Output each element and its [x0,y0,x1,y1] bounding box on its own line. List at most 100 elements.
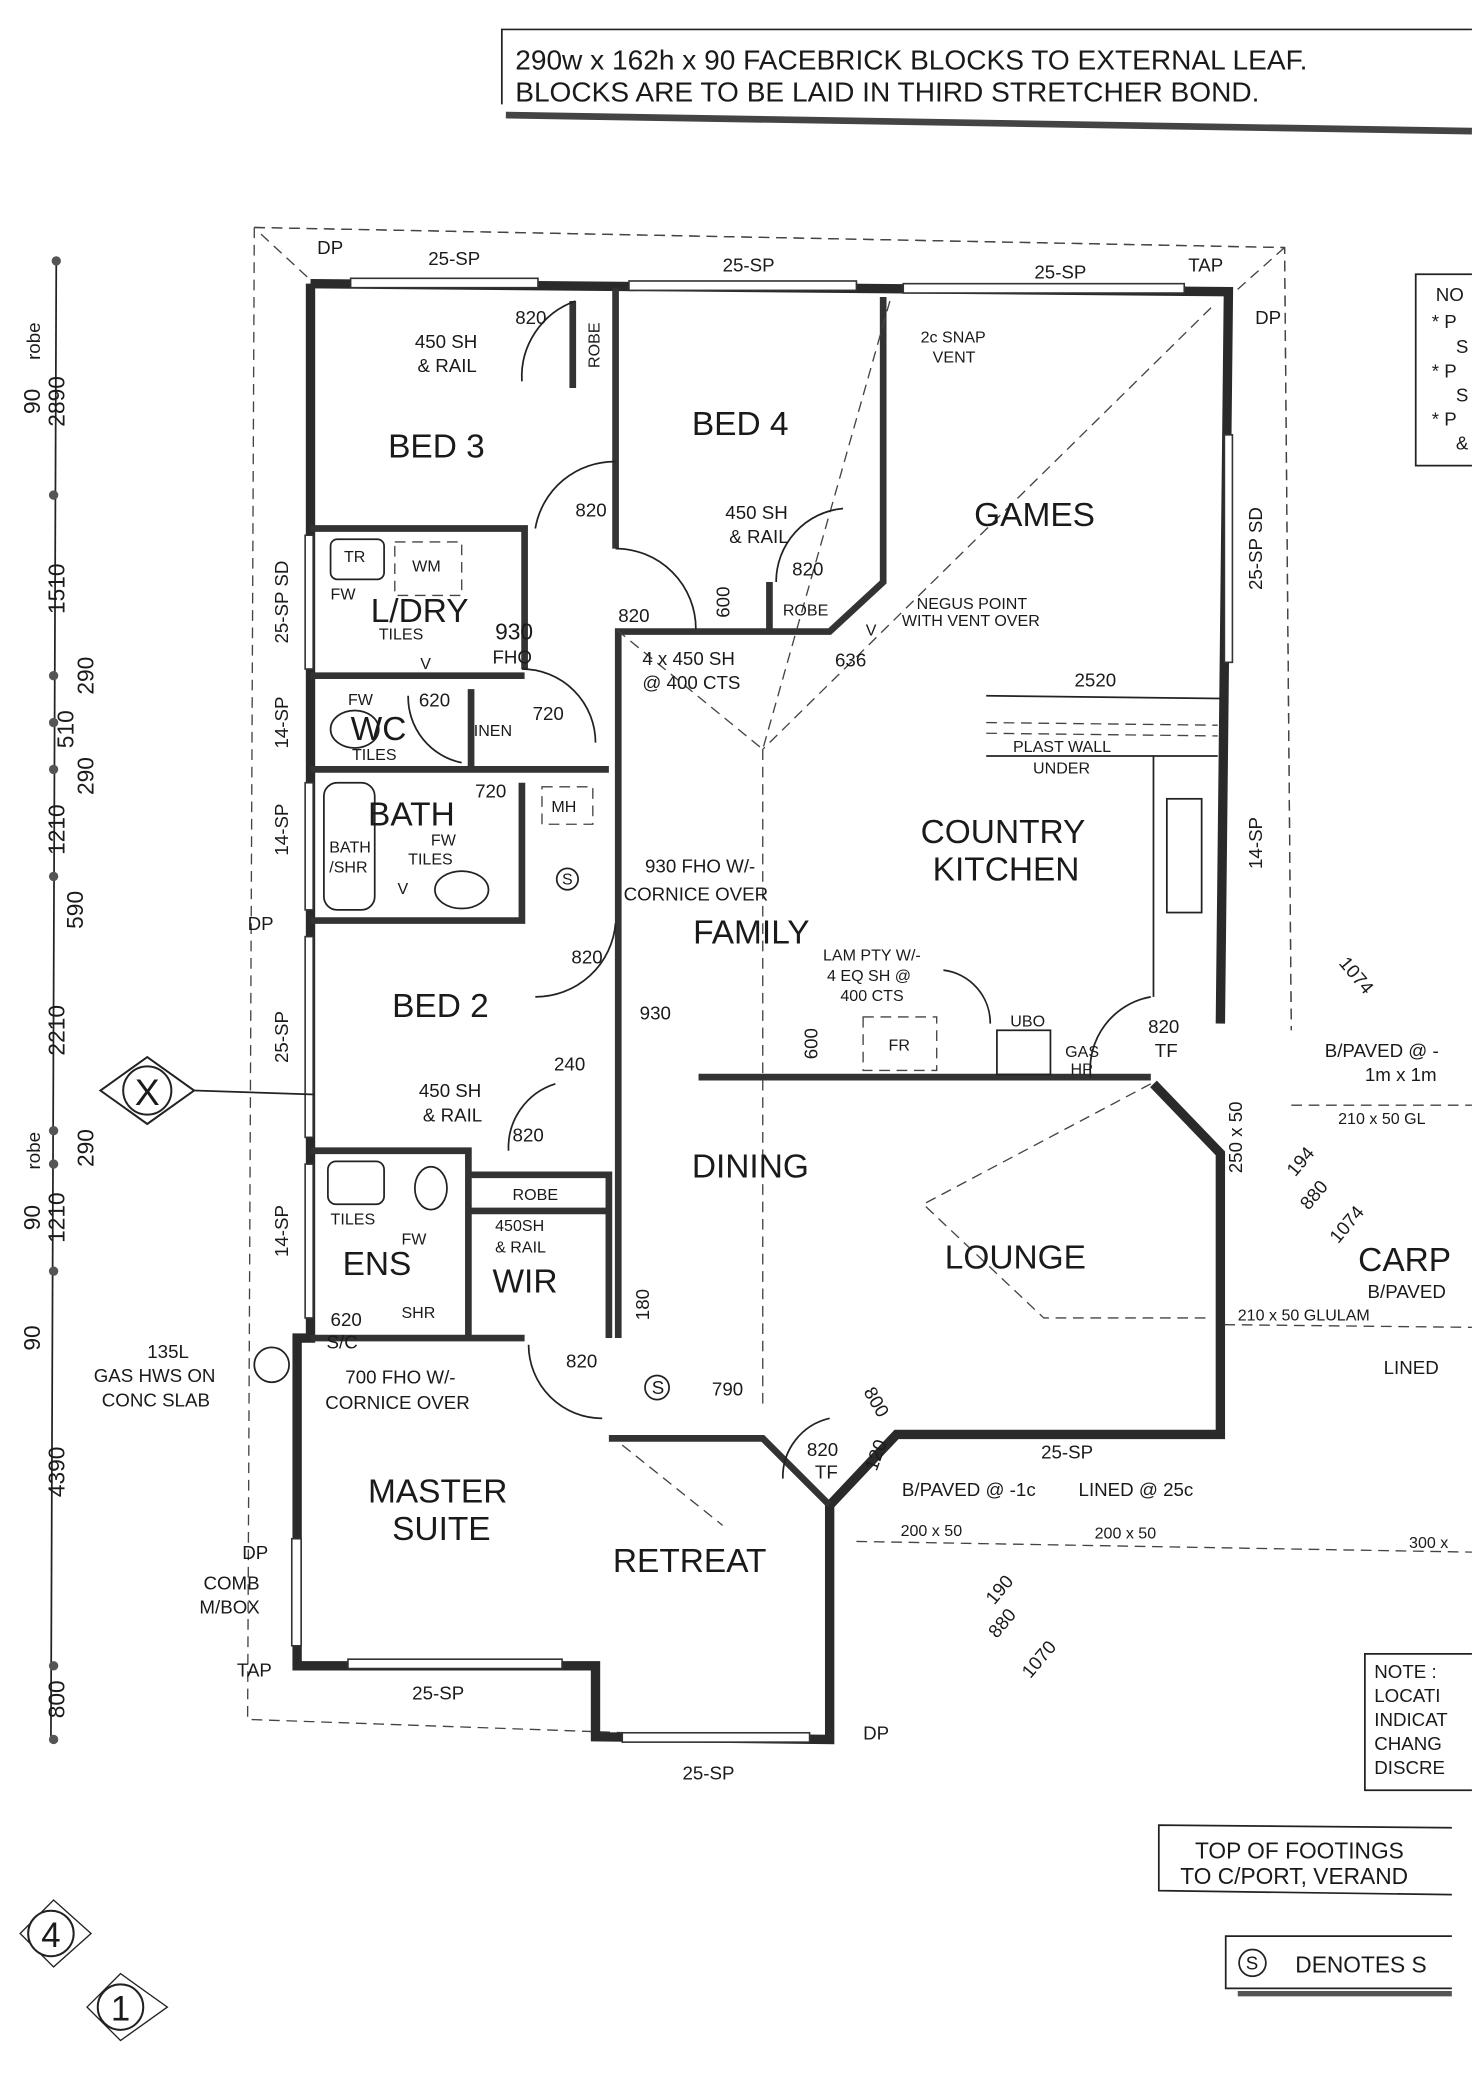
paving-label: B/PAVED @ - [1325,1040,1439,1061]
room-dining: DINING [692,1148,809,1185]
section-marker-x[interactable]: X [98,1055,315,1126]
door-width: 820 [807,1439,838,1460]
paving-label: B/PAVED [1368,1281,1446,1302]
dim-510: 510 [53,710,79,748]
room-games: GAMES [974,497,1095,534]
dim-label: 180 [632,1289,653,1320]
dim-label: 1074 [1335,952,1378,997]
notes-line: S [1456,384,1468,405]
lined-label: LINED [1384,1357,1439,1378]
hws-label: CONC SLAB [102,1389,210,1410]
negus-label: WITH VENT OVER [902,612,1040,630]
shower-label: SHR [401,1304,435,1322]
window-label: 25-SP [428,248,480,269]
ens-toilet [413,1165,448,1211]
plast-label: UNDER [1033,759,1090,777]
trough-label: TR [344,548,365,566]
manhole-label: MH [551,798,576,816]
paving-label: 1m x 1m [1365,1064,1437,1085]
dp-label: DP [248,913,274,934]
dp-label: DP [242,1542,268,1563]
door-width: 820 [618,605,649,626]
beam-label: 210 x 50 GLULAM [1238,1307,1370,1325]
note-line: LOCATI [1374,1685,1440,1706]
floor-waste: FW [401,1230,427,1248]
rail-label: & RAIL [423,1104,482,1125]
dim-90: 90 [19,389,45,414]
notes-title: NO [1436,284,1464,305]
dp-label: DP [317,237,343,258]
dim-90: 90 [19,1325,45,1350]
dim-label: 880 [984,1604,1020,1641]
door-width: 820 [575,499,606,520]
door-width: 820 [1148,1016,1179,1037]
hws-label: 135L [147,1341,189,1362]
dp-label: DP [863,1722,889,1743]
door-width: 820 [566,1350,597,1371]
header-note: 290w x 162h x 90 FACEBRICK BLOCKS TO EXT… [500,28,1472,135]
dim-label: 2520 [1075,669,1117,690]
window-label: 14-SP [1245,817,1266,869]
dim-label: 190 [981,1571,1017,1608]
shelf-label: 4 x 450 SH [642,648,735,669]
room-wc: WC [351,711,407,748]
door-swings [407,300,1151,1479]
manhole [541,786,594,825]
dp-label: DP [1255,307,1281,328]
tiles-label: TILES [379,626,424,644]
rail-label: & RAIL [729,526,788,547]
dim-label: 790 [712,1379,743,1400]
lined-label: LINED @ 25c [1079,1479,1194,1500]
tap-label: TAP [237,1660,272,1681]
room-bath: BATH [368,797,455,834]
door-width: 620 [419,689,450,710]
hp-label: HP [1071,1060,1093,1078]
window-label: 25-SP SD [271,561,292,644]
tf-label: TF [1155,1040,1178,1061]
bathtub [323,781,376,911]
dim-1510: 1510 [43,563,69,614]
fho-label: CORNICE OVER [624,884,769,905]
robe-label: ROBE [513,1186,559,1204]
pantry-label: 400 CTS [840,987,903,1005]
wm-label: WM [412,557,441,575]
bath-label: BATH [329,838,371,856]
fho-label: 930 FHO W/- [645,855,755,876]
denotes-box: S DENOTES S [1224,1935,1452,1997]
exterior-walls [290,277,1234,1745]
dim-290: 290 [73,757,99,795]
meter-box-label: COMB [203,1573,259,1594]
room-family: FAMILY [693,914,809,951]
window-label: 25-SP [723,255,775,276]
notes-line: * P [1432,311,1457,332]
toilet [329,709,380,749]
shelf-label: 450 SH [725,502,787,523]
room-bed3: BED 3 [388,429,485,466]
door-width: 720 [533,703,564,724]
header-note-line2: BLOCKS ARE TO BE LAID IN THIRD STRETCHER… [515,77,1259,108]
smoke-alarm-mark: S [652,1377,665,1398]
robe-label: ROBE [586,322,604,368]
dim-robe: robe [23,322,44,359]
fridge-label: FR [889,1036,910,1054]
negus-label: NEGUS POINT [917,595,1028,613]
window-label: 25-SP [271,1011,292,1063]
room-wir: WIR [492,1264,557,1301]
notes-line: * P [1432,408,1457,429]
floor-waste: FW [348,691,374,709]
tiles-label: TILES [331,1210,376,1228]
fho-label: CORNICE OVER [325,1392,470,1413]
hws-label: GAS HWS ON [94,1365,216,1386]
pantry-label: 4 EQ SH @ [827,967,911,985]
dim-label: 600 [712,587,733,618]
shelf-label: 450SH [495,1217,544,1235]
fho-label: 700 FHO W/- [345,1367,455,1388]
plast-label: PLAST WALL [1013,738,1111,756]
door-width: 820 [571,946,602,967]
rail-label: & RAIL [418,355,477,376]
dim-800: 800 [43,1680,69,1718]
door-width: 620 [331,1309,362,1330]
sheet-mark-b: 1 [111,1990,130,2028]
window-label: 25-SP [682,1763,734,1784]
vent-mark: V [397,880,408,898]
